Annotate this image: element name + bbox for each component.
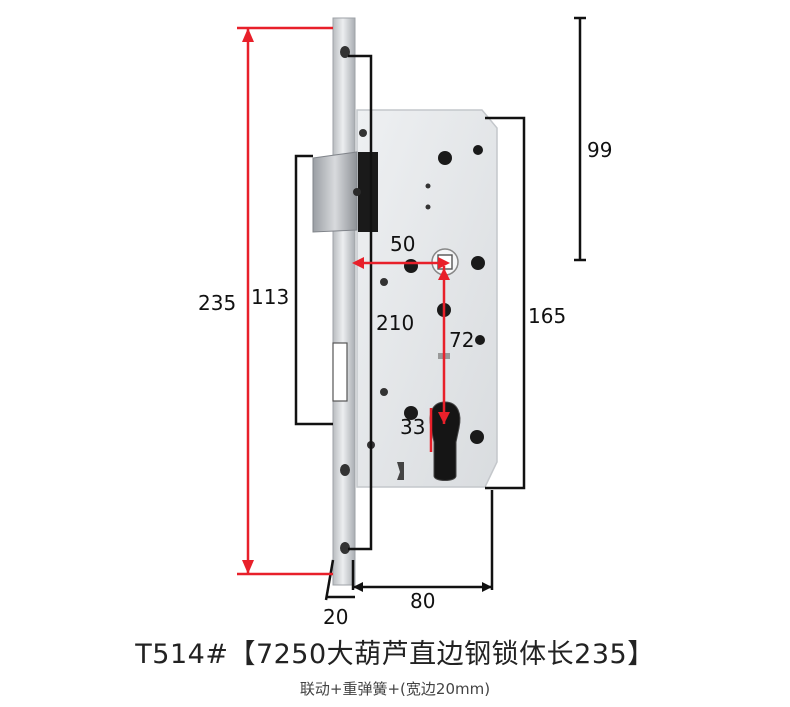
label-80: 80 [410,589,435,613]
label-165: 165 [528,304,566,328]
arrow-235-bottom [242,560,254,574]
dim-line-210 [348,54,373,551]
case-hole [404,406,418,420]
arrow-72-bottom [438,412,450,424]
deadbolt-slot [332,342,348,402]
label-113: 113 [251,285,289,309]
case-hole [475,335,485,345]
case-hole [425,183,431,189]
arrow-235-top [242,28,254,42]
screw-hole-bottom [340,542,350,554]
screw-hole-lower [340,464,350,476]
arrow-50-right [438,257,450,269]
label-235: 235 [198,291,236,315]
product-subtitle: 联动+重弹簧+(宽边20mm) [299,680,491,698]
case-hole [438,151,452,165]
latch-bolt [312,151,358,233]
faceplate [332,17,356,586]
dim-line-113 [294,154,333,426]
case-hole [471,256,485,270]
arrow-72-top [438,268,450,280]
label-33: 33 [400,415,425,439]
case-hole [425,204,431,210]
dim-line-165 [485,116,526,490]
arrow-80-right [482,582,492,592]
label-20: 20 [323,605,348,629]
latch-pin [353,188,361,196]
case-notch [397,462,404,480]
arrow-80-left [353,582,363,592]
lock-case [356,109,498,488]
screw-hole-top [340,46,350,58]
dim-ext-20-left [324,559,335,601]
label-50: 50 [390,232,415,256]
case-hole [404,259,418,273]
latch-block [358,152,378,232]
case-hole [380,388,388,396]
product-title: T514#【7250大葫芦直边钢锁体长235】 [135,639,655,670]
screw-hole-upper [359,129,367,137]
label-99: 99 [587,138,612,162]
arrow-50-left [352,257,364,269]
label-72: 72 [449,328,474,352]
case-hole [470,430,484,444]
case-hole [380,278,388,286]
case-hole [473,145,483,155]
label-210: 210 [376,311,414,335]
